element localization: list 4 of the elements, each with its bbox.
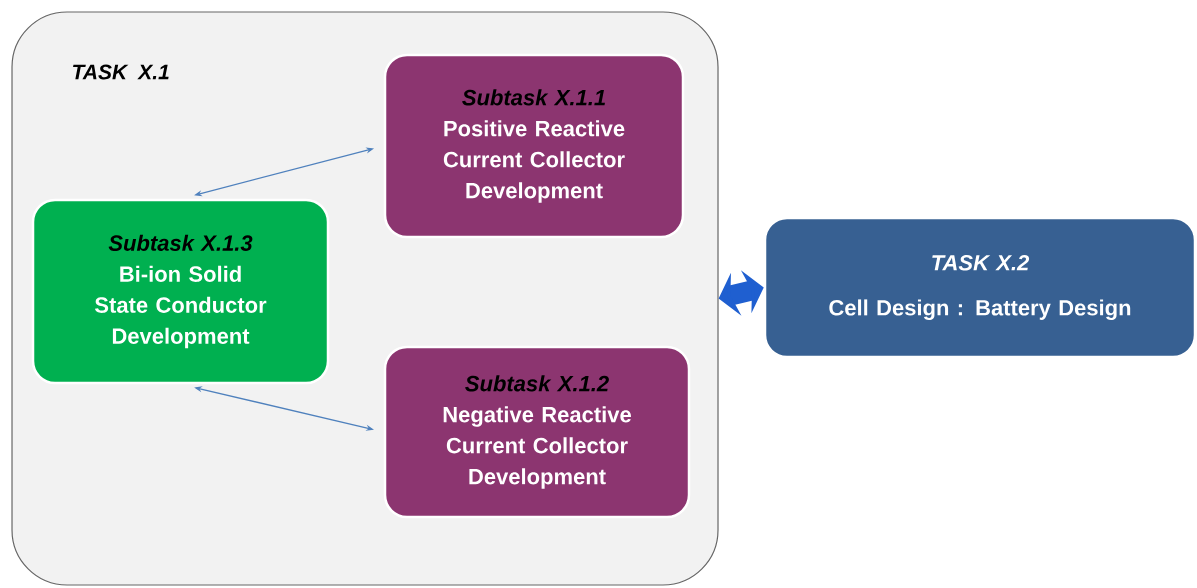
- subtask-box: Subtask X.1.2 Negative Reactive Current Collector Development: [383, 345, 691, 519]
- task-box: TASK X.2 Cell Design : Battery Design: [763, 216, 1197, 359]
- subtask-box: Subtask X.1.1 Positive Reactive Current Collector Development: [383, 53, 685, 239]
- subtask-box: Subtask X.1.3 Bi-ion Solid State Conductor Development: [31, 198, 330, 385]
